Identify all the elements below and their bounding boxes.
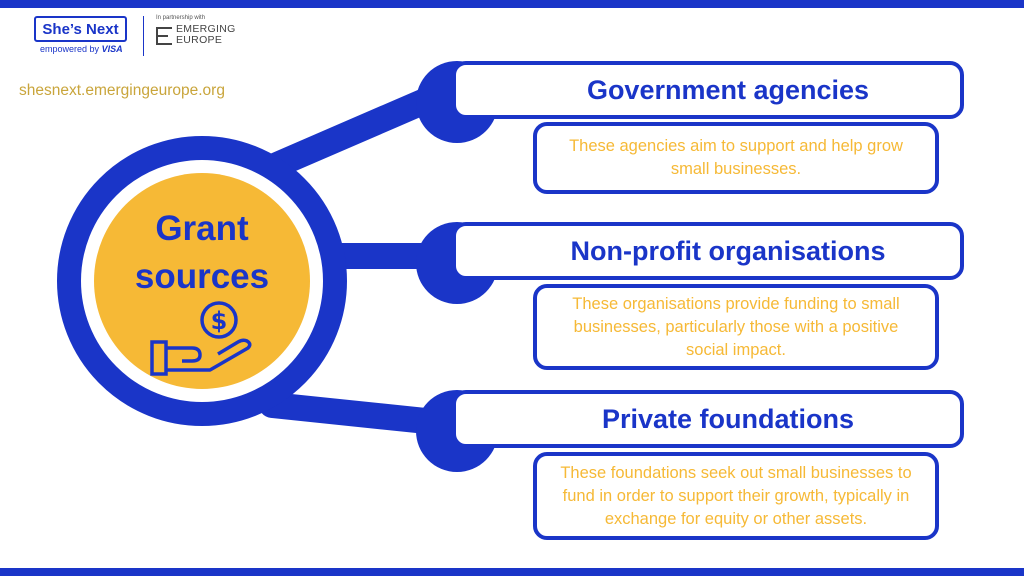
svg-text:$: $ bbox=[211, 307, 228, 335]
bottom-border-bar bbox=[0, 568, 1024, 576]
emerging-europe-icon bbox=[156, 26, 172, 46]
source-description-3: These foundations seek out small busines… bbox=[560, 463, 912, 528]
logo-divider bbox=[143, 16, 144, 56]
visa-text: VISA bbox=[101, 44, 123, 54]
partner-line-1: EMERGING bbox=[176, 23, 236, 35]
center-circle bbox=[94, 173, 310, 389]
hand-holding-dollar-icon: $ bbox=[150, 301, 252, 376]
shes-next-logo: She’s Next bbox=[34, 16, 127, 42]
source-title-box-3: Private foundations bbox=[452, 390, 964, 448]
source-description-1: These agencies aim to support and help g… bbox=[569, 137, 903, 178]
source-description-box-1: These agencies aim to support and help g… bbox=[533, 122, 939, 194]
empowered-by-visa: empowered by VISA bbox=[40, 44, 123, 54]
empowered-by-text: empowered by bbox=[40, 44, 100, 54]
center-title: Grant sources bbox=[94, 205, 310, 301]
source-title-3: Private foundations bbox=[601, 403, 855, 434]
logo-brand-text: She’s Next bbox=[42, 20, 119, 38]
emerging-europe-logo-text: EMERGING EUROPE bbox=[176, 24, 236, 46]
source-title-2: Non-profit organisations bbox=[570, 235, 886, 266]
top-border-bar bbox=[0, 0, 1024, 8]
source-title-box-2: Non-profit organisations bbox=[452, 222, 964, 280]
source-description-2: These organisations provide funding to s… bbox=[572, 294, 900, 359]
partner-line-2: EUROPE bbox=[176, 34, 223, 46]
source-description-box-2: These organisations provide funding to s… bbox=[533, 284, 939, 370]
source-title-box-1: Government agencies bbox=[452, 61, 964, 119]
center-title-line-2: sources bbox=[134, 257, 270, 296]
website-url[interactable]: shesnext.emergingeurope.org bbox=[19, 82, 225, 99]
source-title-1: Government agencies bbox=[586, 74, 870, 105]
partner-label: In partnership with bbox=[156, 15, 206, 21]
source-description-box-3: These foundations seek out small busines… bbox=[533, 452, 939, 540]
center-title-line-1: Grant bbox=[155, 209, 249, 248]
